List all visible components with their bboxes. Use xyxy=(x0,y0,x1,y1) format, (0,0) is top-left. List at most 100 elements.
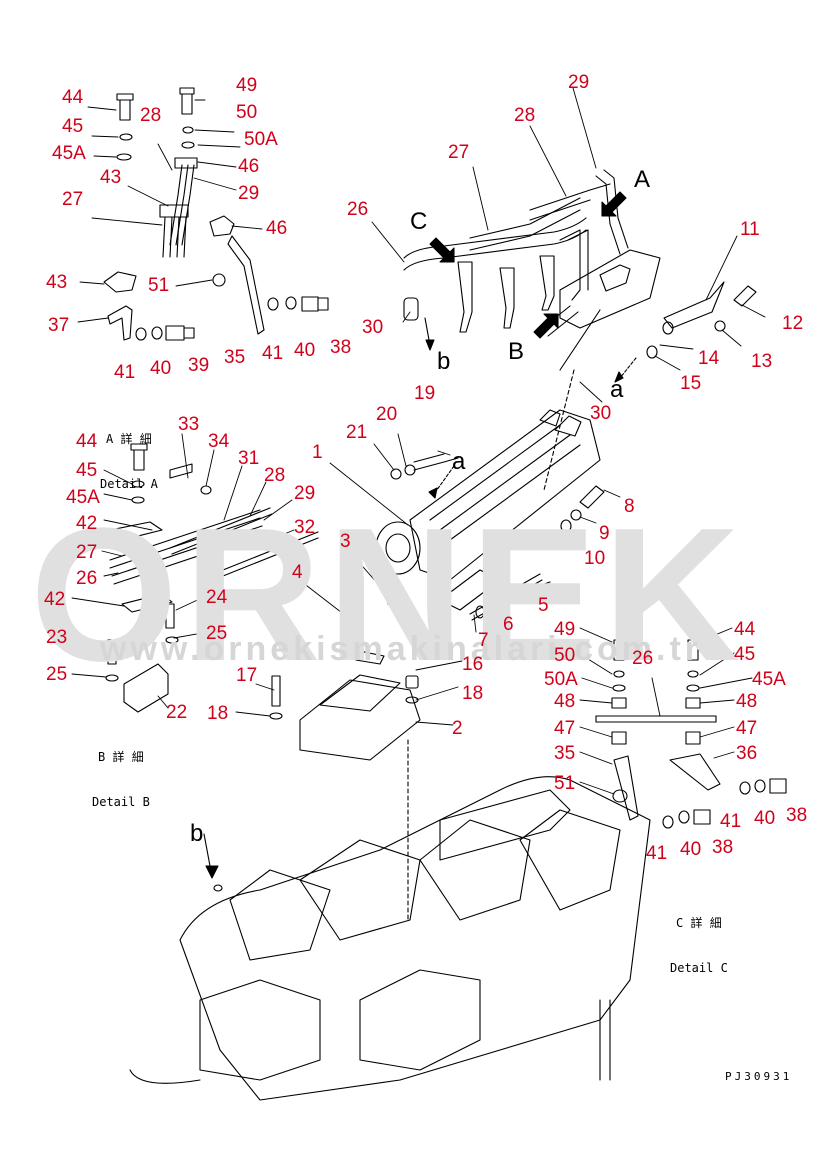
part-callout[interactable]: 47 xyxy=(554,718,576,739)
part-callout[interactable]: 19 xyxy=(414,383,436,404)
part-callout[interactable]: 14 xyxy=(698,348,720,369)
part-callout[interactable]: 41 xyxy=(114,362,136,383)
part-callout[interactable]: 51 xyxy=(554,773,576,794)
part-callout[interactable]: 20 xyxy=(376,404,398,425)
part-callout[interactable]: 18 xyxy=(207,703,229,724)
part-callout[interactable]: 44 xyxy=(734,619,756,640)
part-callout[interactable]: 38 xyxy=(786,805,808,826)
part-callout[interactable]: 45A xyxy=(752,669,786,690)
part-callout[interactable]: 44 xyxy=(62,87,84,108)
part-callout[interactable]: 27 xyxy=(62,189,84,210)
part-callout[interactable]: 51 xyxy=(148,275,170,296)
part-callout[interactable]: 9 xyxy=(599,523,610,544)
part-callout[interactable]: 48 xyxy=(554,691,576,712)
part-callout[interactable]: 49 xyxy=(236,75,258,96)
part-callout[interactable]: 26 xyxy=(347,199,369,220)
part-callout[interactable]: 42 xyxy=(76,513,98,534)
part-callout[interactable]: 29 xyxy=(294,483,316,504)
part-callout[interactable]: 18 xyxy=(462,683,484,704)
part-callout[interactable]: 50A xyxy=(544,669,578,690)
brackets-drawing xyxy=(269,369,575,921)
part-callout[interactable]: 45 xyxy=(76,460,98,481)
part-callout[interactable]: 5 xyxy=(538,595,549,616)
part-callout[interactable]: 50 xyxy=(554,645,576,666)
part-callout[interactable]: 25 xyxy=(46,664,68,685)
part-callout[interactable]: 35 xyxy=(554,743,576,764)
part-callout[interactable]: 47 xyxy=(736,718,758,739)
part-callout[interactable]: 27 xyxy=(76,542,98,563)
part-callout[interactable]: 37 xyxy=(48,315,70,336)
part-callout[interactable]: 16 xyxy=(462,654,484,675)
part-callout[interactable]: 31 xyxy=(238,448,260,469)
part-callout[interactable]: 11 xyxy=(740,219,760,240)
part-callout[interactable]: 40 xyxy=(150,358,172,379)
part-callout[interactable]: 28 xyxy=(140,105,162,126)
part-callout[interactable]: 45A xyxy=(66,487,100,508)
part-callout[interactable]: 36 xyxy=(736,743,758,764)
part-callout[interactable]: 34 xyxy=(208,431,230,452)
part-callout[interactable]: 29 xyxy=(238,183,260,204)
watermark-brand: ORNEK xyxy=(30,489,747,701)
part-callout[interactable]: 49 xyxy=(554,619,576,640)
part-callout[interactable]: 41 xyxy=(720,811,742,832)
engine-block-drawing xyxy=(129,776,651,1101)
part-callout[interactable]: 40 xyxy=(294,340,316,361)
part-callout[interactable]: 27 xyxy=(448,142,470,163)
part-callout[interactable]: 2 xyxy=(452,718,463,739)
part-callout[interactable]: 13 xyxy=(751,351,773,372)
part-callout[interactable]: 39 xyxy=(188,355,210,376)
part-callout[interactable]: 26 xyxy=(632,648,654,669)
detail-c-caption-jp: C 詳 細 xyxy=(676,916,722,930)
part-callout[interactable]: 33 xyxy=(178,414,200,435)
part-callout[interactable]: 23 xyxy=(46,627,68,648)
part-callout[interactable]: 42 xyxy=(44,589,66,610)
part-callout[interactable]: 15 xyxy=(680,373,702,394)
part-callout[interactable]: 43 xyxy=(100,167,122,188)
part-callout[interactable]: 45 xyxy=(62,116,84,137)
part-callout[interactable]: 40 xyxy=(680,839,702,860)
part-callout[interactable]: 30 xyxy=(590,403,612,424)
part-callout[interactable]: 10 xyxy=(584,548,606,569)
part-callout[interactable]: 7 xyxy=(478,630,489,651)
ref-letter-b2: b xyxy=(190,820,204,847)
ref-letter-a2: a xyxy=(452,448,466,475)
part-callout[interactable]: 6 xyxy=(503,614,514,635)
part-callout[interactable]: 50A xyxy=(244,129,278,150)
part-callout[interactable]: 50 xyxy=(236,102,258,123)
part-callout[interactable]: 38 xyxy=(712,837,734,858)
part-callout[interactable]: 46 xyxy=(266,218,288,239)
part-callout[interactable]: 48 xyxy=(736,691,758,712)
part-callout[interactable]: 1 xyxy=(312,442,323,463)
part-callout[interactable]: 12 xyxy=(782,313,804,334)
detail-c-caption-en: Detail C xyxy=(670,961,728,975)
part-callout[interactable]: 17 xyxy=(236,665,258,686)
part-callout[interactable]: 45 xyxy=(734,644,756,665)
leader-lines xyxy=(71,87,766,795)
part-callout[interactable]: 26 xyxy=(76,568,98,589)
part-callout[interactable]: 38 xyxy=(330,337,352,358)
part-callout[interactable]: 46 xyxy=(238,156,260,177)
ref-letter-b1: b xyxy=(437,348,451,375)
part-callout[interactable]: 35 xyxy=(224,347,246,368)
part-callout[interactable]: 29 xyxy=(568,72,590,93)
fuel-lines-drawing xyxy=(403,169,757,371)
part-callout[interactable]: 3 xyxy=(340,531,351,552)
part-callout[interactable]: 44 xyxy=(76,431,98,452)
view-letter-a: A xyxy=(634,166,651,193)
part-callout[interactable]: 22 xyxy=(166,702,188,723)
part-callout[interactable]: 28 xyxy=(264,465,286,486)
part-callout[interactable]: 41 xyxy=(262,343,284,364)
part-callout[interactable]: 24 xyxy=(206,587,228,608)
detail-b-caption-jp: B 詳 細 xyxy=(98,750,144,764)
part-callout[interactable]: 45A xyxy=(52,143,86,164)
part-callout[interactable]: 28 xyxy=(514,105,536,126)
part-callout[interactable]: 40 xyxy=(754,808,776,829)
part-callout[interactable]: 25 xyxy=(206,623,228,644)
part-callout[interactable]: 32 xyxy=(294,517,316,538)
part-callout[interactable]: 30 xyxy=(362,317,384,338)
part-callout[interactable]: 41 xyxy=(646,843,668,864)
part-callout[interactable]: 4 xyxy=(292,562,303,583)
part-callout[interactable]: 21 xyxy=(346,422,368,443)
part-callout[interactable]: 8 xyxy=(624,496,635,517)
part-callout[interactable]: 43 xyxy=(46,272,68,293)
